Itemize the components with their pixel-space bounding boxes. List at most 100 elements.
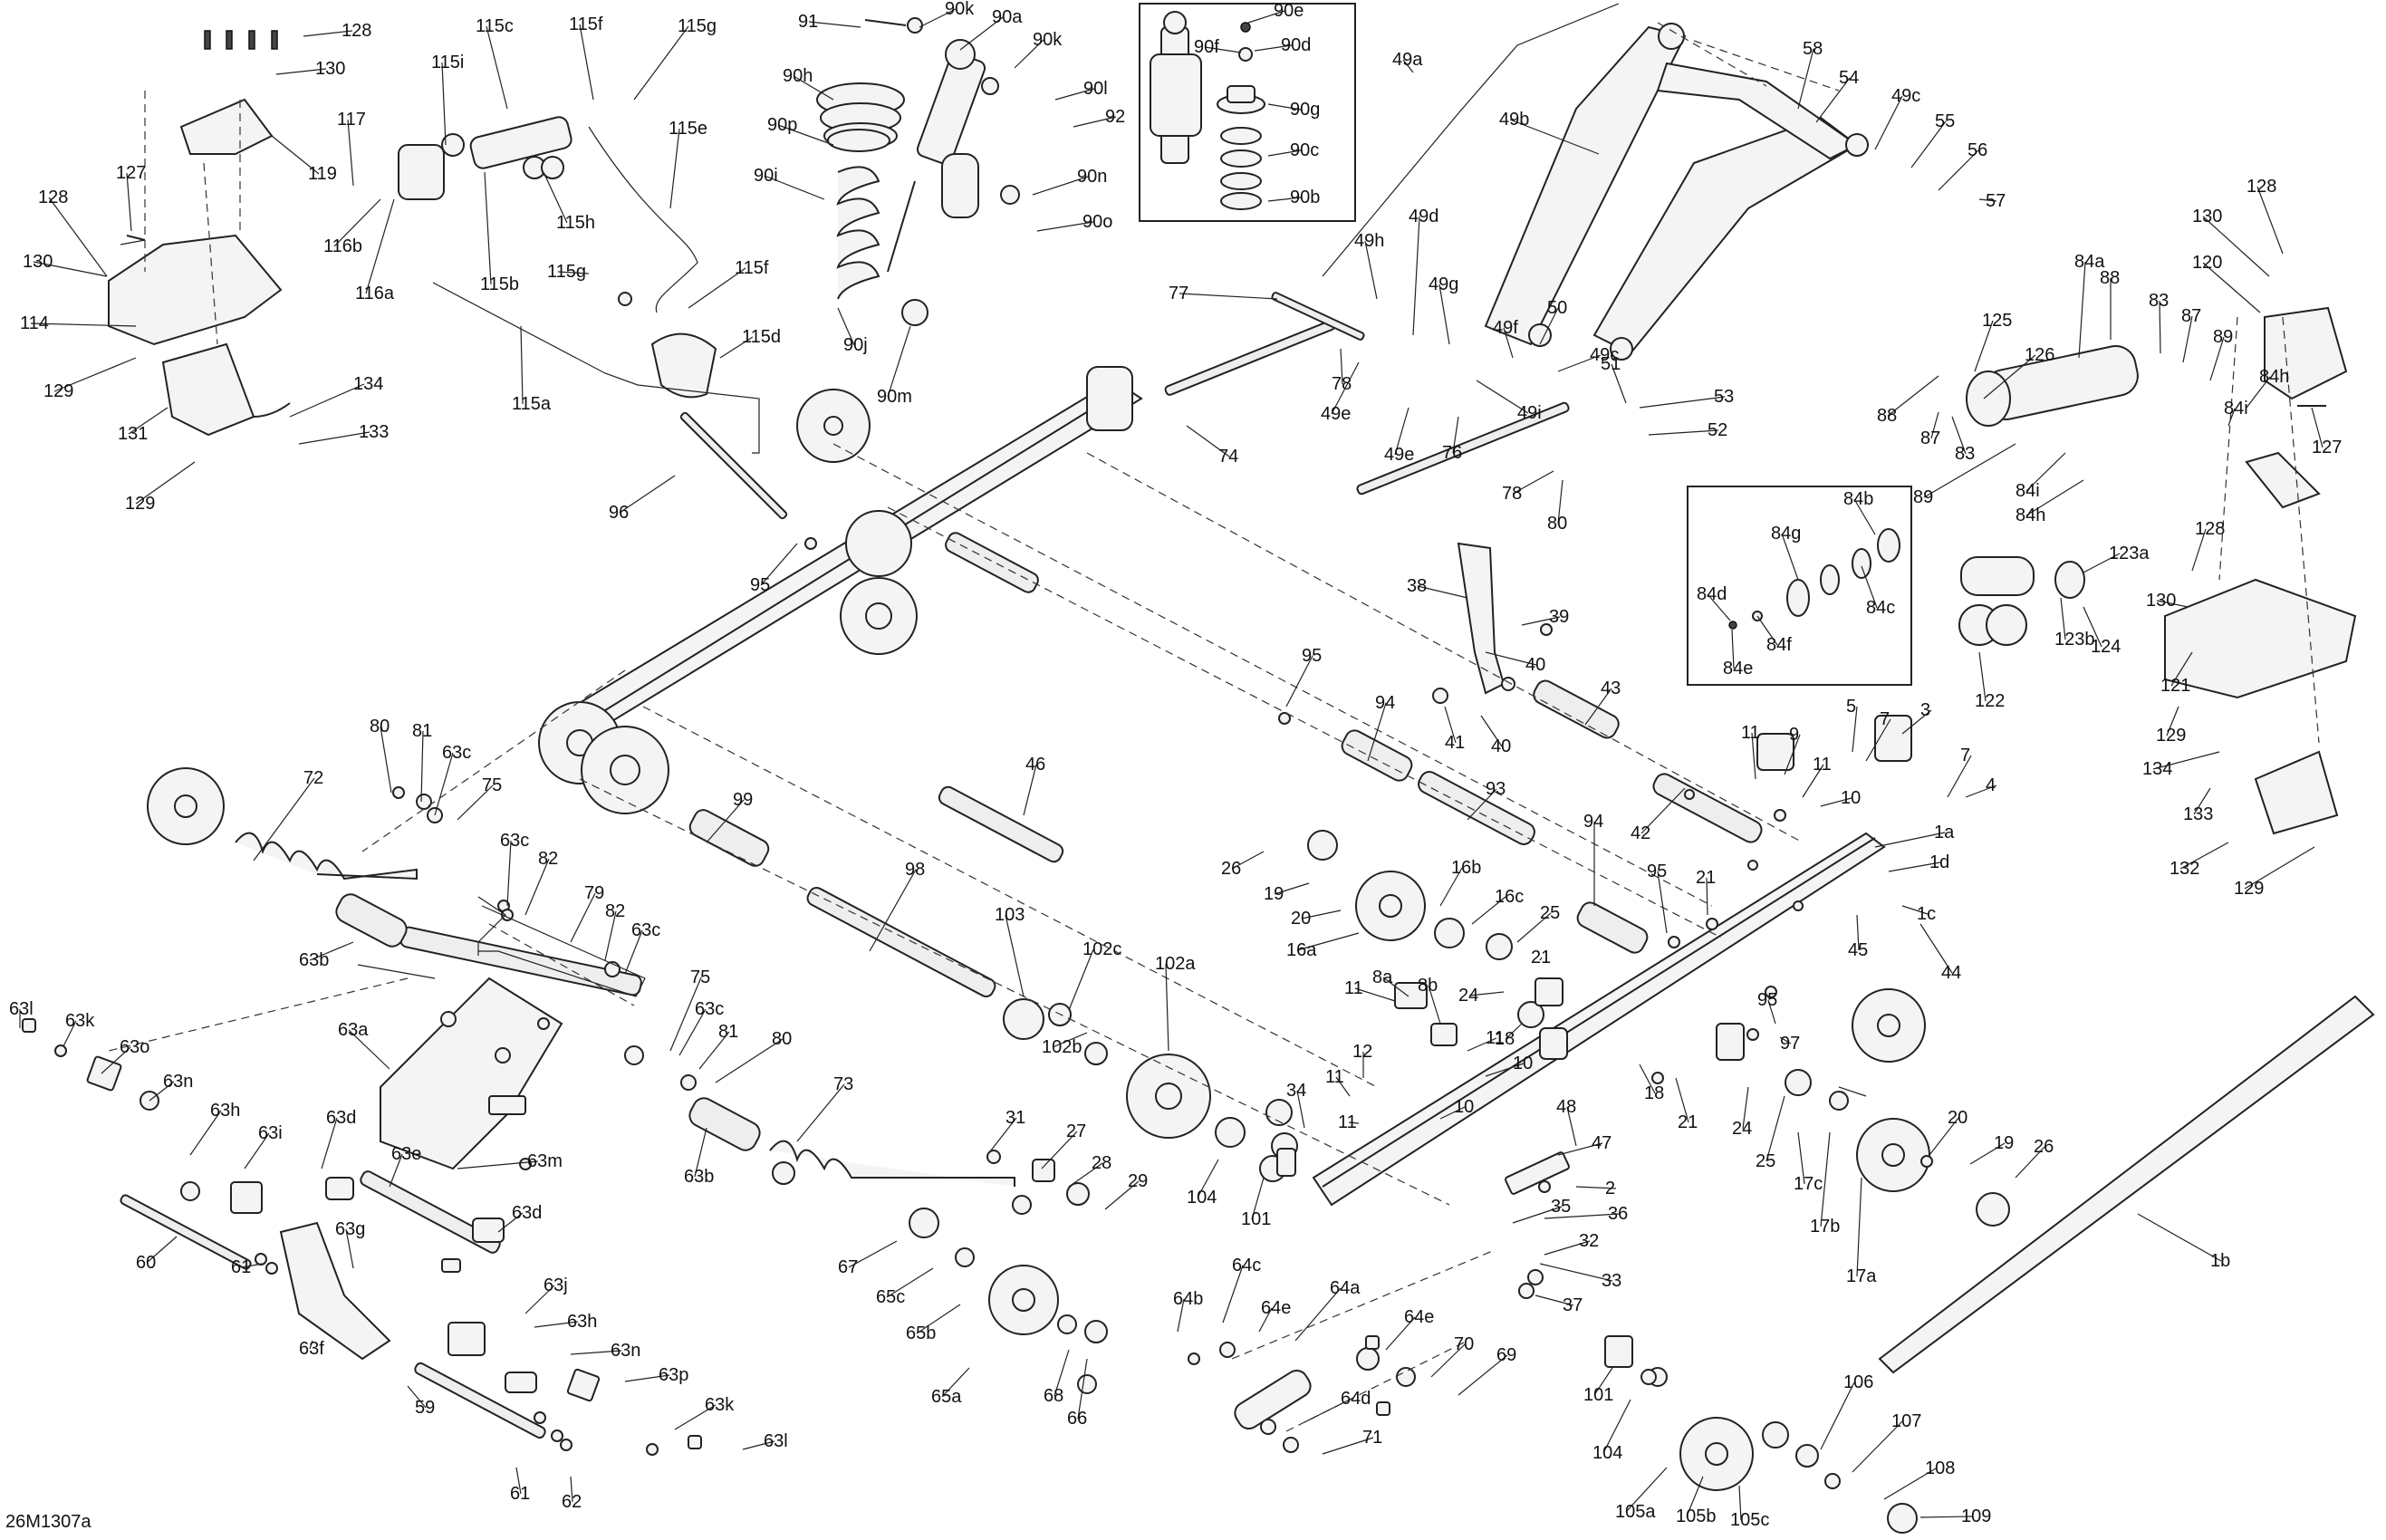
- leader-line: [53, 357, 137, 392]
- leader-line: [1294, 1287, 1342, 1342]
- leader-line: [1978, 198, 1997, 202]
- callout-label: 117: [337, 110, 366, 130]
- callout-label: 11: [1813, 755, 1832, 775]
- callout-label: 115e: [669, 119, 707, 139]
- leader-line: [1797, 1131, 1805, 1185]
- leader-line: [347, 119, 354, 187]
- leader-line: [1602, 1399, 1631, 1454]
- callout-label: 82: [605, 901, 625, 921]
- callout-label: 63l: [764, 1431, 788, 1451]
- leader-line: [1480, 715, 1503, 747]
- callout-label: 26: [1221, 859, 1241, 879]
- callout-label: 63n: [611, 1341, 640, 1361]
- leader-line: [919, 8, 957, 28]
- cap-assembly: [1958, 556, 2085, 646]
- leader-line: [1856, 1177, 1862, 1277]
- leader-line: [1557, 1142, 1603, 1156]
- leader-line: [484, 171, 492, 285]
- callout-label: 63b: [684, 1167, 714, 1187]
- leader-line: [1036, 221, 1094, 232]
- leader-line: [149, 1081, 175, 1102]
- leader-line: [1471, 896, 1506, 925]
- callout-label: 36: [1608, 1204, 1628, 1224]
- callout-label: 116b: [323, 236, 362, 256]
- callout-label: 101: [1583, 1385, 1613, 1405]
- callout-label: 64c: [1232, 1256, 1261, 1275]
- front-arm: [380, 926, 642, 1170]
- leader-line: [808, 21, 861, 28]
- leader-line: [1539, 957, 1543, 961]
- leader-line: [624, 929, 643, 975]
- callout-label: 63c: [500, 831, 529, 851]
- leader-line: [1412, 216, 1420, 336]
- leader-line: [420, 730, 424, 803]
- leader-line: [321, 1117, 338, 1169]
- leader-line: [848, 1240, 898, 1268]
- callout-label: 115i: [431, 53, 464, 72]
- leader-line: [624, 1374, 670, 1382]
- leader-line: [2191, 528, 2207, 572]
- callout-label: 63d: [512, 1203, 542, 1223]
- callout-label: 66: [1067, 1409, 1087, 1429]
- rear-arm: [1484, 23, 1869, 361]
- callout-label: 10: [1841, 788, 1861, 808]
- callout-label: 105c: [1730, 1510, 1769, 1530]
- callout-label: 89: [1913, 487, 1933, 507]
- leader-line: [688, 267, 746, 309]
- leader-line: [1179, 293, 1278, 300]
- callout-label: 68: [1044, 1386, 1063, 1406]
- leader-line: [1068, 948, 1094, 1011]
- leader-line: [1738, 1485, 1742, 1521]
- callout-label: 104: [1592, 1443, 1622, 1463]
- leader-line: [1204, 46, 1242, 53]
- callout-label: 128: [2246, 177, 2276, 197]
- leader-line: [1394, 407, 1409, 456]
- leader-line: [1177, 1298, 1185, 1333]
- leader-line: [520, 325, 524, 405]
- leader-line: [348, 1029, 390, 1070]
- leader-line: [2193, 787, 2211, 815]
- callout-label: 38: [1407, 576, 1427, 596]
- callout-label: 41: [1445, 733, 1465, 753]
- callout-label: 84i: [2224, 399, 2248, 419]
- callout-label: 127: [116, 163, 146, 183]
- callout-label: 65a: [931, 1387, 962, 1407]
- leader-line: [241, 1263, 264, 1268]
- leader-line: [1874, 832, 1946, 848]
- leader-line: [2246, 376, 2271, 409]
- callout-label: 102c: [1082, 939, 1121, 959]
- callout-label: 84d: [1697, 584, 1727, 604]
- callout-label: 32: [1579, 1231, 1599, 1251]
- leader-line: [1969, 1142, 2006, 1165]
- callout-label: 63f: [299, 1339, 324, 1359]
- callout-label: 16a: [1286, 940, 1317, 960]
- callout-label: 90k: [1033, 30, 1063, 50]
- leader-line: [698, 1031, 730, 1070]
- seal-detail: [1728, 528, 1900, 630]
- leader-line: [2170, 651, 2193, 687]
- callout-label: 63a: [338, 1020, 369, 1040]
- leader-line: [1521, 616, 1561, 626]
- leader-line: [1274, 882, 1310, 895]
- leader-line: [271, 135, 320, 175]
- callout-label: 105b: [1676, 1506, 1717, 1526]
- leader-line: [515, 1467, 522, 1495]
- callout-label: 115f: [735, 258, 769, 278]
- callout-label: 11: [1344, 978, 1363, 998]
- leader-line: [1032, 176, 1089, 196]
- callout-label: 84h: [2259, 367, 2289, 387]
- callout-label: 126: [2025, 345, 2054, 365]
- slider-strip: [1878, 995, 2375, 1374]
- leader-line: [959, 16, 1004, 51]
- callout-label: 72: [303, 768, 323, 788]
- leader-line: [2156, 600, 2189, 608]
- leader-line: [543, 171, 568, 224]
- leader-line: [244, 1132, 270, 1169]
- leader-line: [1430, 1343, 1466, 1378]
- leader-line: [1077, 1358, 1088, 1420]
- diagram-code: 26M1307a: [5, 1512, 91, 1532]
- leader-line: [579, 24, 594, 101]
- callout-label: 49e: [1384, 445, 1414, 465]
- leader-line: [1197, 1159, 1219, 1198]
